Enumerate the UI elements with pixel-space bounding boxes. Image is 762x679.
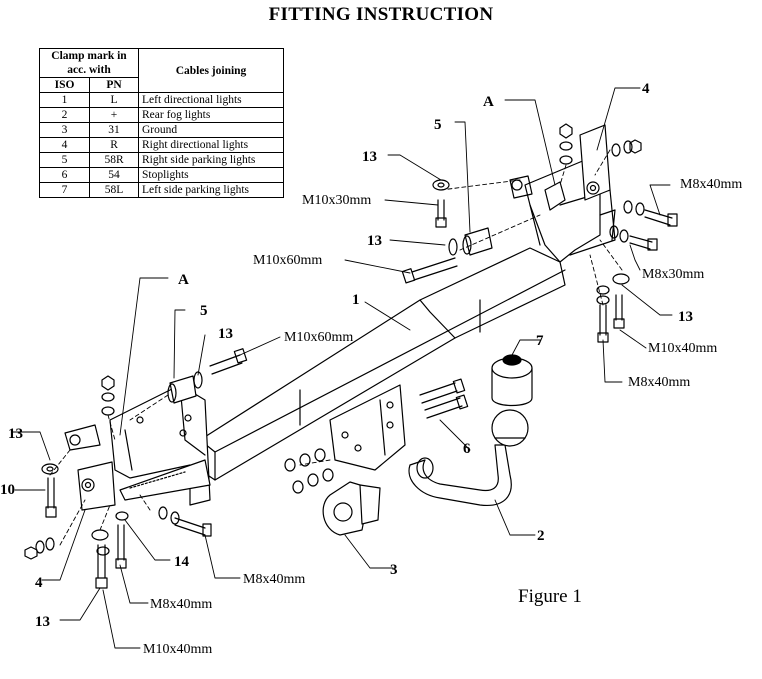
label-part-3: 3	[390, 562, 398, 578]
label-part-13-a: 13	[362, 149, 377, 165]
callout-labels: A 4 5 13 M10x30mm 13 M10x60mm 1 M8x40mm …	[0, 81, 742, 657]
left-side-plate	[77, 461, 116, 511]
washers-and-nuts	[24, 123, 645, 560]
label-part-4-left: 4	[35, 575, 43, 591]
label-m8x40-bl: M8x40mm	[150, 597, 212, 612]
label-part-5-left: 5	[200, 303, 208, 319]
label-m8x40-r2: M8x40mm	[628, 375, 690, 390]
label-m8x30: M8x30mm	[642, 267, 704, 282]
center-bracket	[329, 384, 406, 471]
label-part-14: 14	[174, 554, 190, 570]
ball-cover	[491, 354, 533, 407]
socket-plate	[322, 481, 381, 536]
right-side-plate	[579, 124, 611, 201]
desc-cell: Left directional lights	[138, 92, 284, 108]
label-part-13-f: 13	[35, 614, 50, 630]
label-part-13-e: 13	[8, 426, 23, 442]
left-bracket	[64, 384, 211, 506]
label-m10x60-a: M10x60mm	[253, 253, 322, 268]
label-part-4-top: 4	[642, 81, 650, 97]
label-a-top: A	[483, 94, 494, 110]
label-m10x40-bl: M10x40mm	[143, 642, 212, 657]
pn-header: PN	[89, 77, 139, 93]
cables-joining-header: Cables joining	[138, 48, 284, 93]
label-part-7: 7	[536, 333, 544, 349]
label-part-6: 6	[463, 441, 471, 457]
pn-cell: 58L	[89, 182, 139, 198]
spacer-right	[462, 227, 493, 256]
label-part-5-top: 5	[434, 117, 442, 133]
assembly-lines	[49, 149, 623, 546]
iso-cell: 7	[38, 182, 91, 198]
label-part-13-b: 13	[367, 233, 382, 249]
label-m10x60-b: M10x60mm	[284, 330, 353, 345]
table-row: 2+Rear fog lights	[38, 107, 284, 123]
desc-cell: Ground	[138, 122, 284, 138]
label-part-13-d: 13	[218, 326, 233, 342]
label-m10x40-r: M10x40mm	[648, 341, 717, 356]
ball-neck	[408, 409, 529, 506]
desc-cell: Right directional lights	[138, 137, 284, 153]
desc-cell: Left side parking lights	[138, 182, 284, 198]
label-a-left: A	[178, 272, 189, 288]
label-part-13-c: 13	[678, 309, 693, 325]
page-title: FITTING INSTRUCTION	[268, 4, 494, 25]
label-part-1: 1	[352, 292, 360, 308]
cables-joining-table: Clamp mark in acc. with Cables joining I…	[38, 48, 284, 198]
figure-caption: Figure 1	[518, 586, 582, 607]
spacer-left	[167, 375, 197, 404]
leader-lines	[11, 87, 673, 649]
label-part-2: 2	[537, 528, 545, 544]
label-m8x40-r1: M8x40mm	[680, 177, 742, 192]
label-m10x30: M10x30mm	[302, 193, 371, 208]
label-m8x40-bc: M8x40mm	[243, 572, 305, 587]
label-part-10: 10	[0, 482, 15, 498]
